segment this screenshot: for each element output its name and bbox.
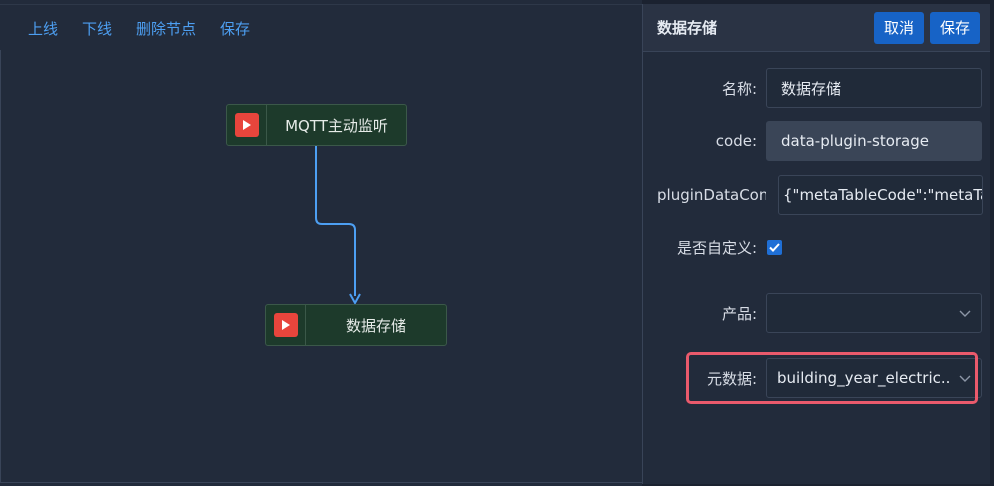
plugin-config-row: pluginDataConfig: {"metaTableCode":"meta… — [643, 174, 991, 216]
metadata-value: building_year_electric... — [777, 369, 951, 387]
online-button[interactable]: 上线 — [28, 20, 59, 38]
canvas-bottom-border — [0, 482, 642, 483]
chevron-down-icon — [959, 375, 971, 382]
play-icon[interactable] — [273, 313, 298, 337]
offline-button[interactable]: 下线 — [82, 20, 113, 38]
custom-label: 是否自定义: — [676, 238, 757, 257]
flow-canvas[interactable] — [0, 0, 642, 486]
plugin-config-input[interactable]: {"metaTableCode":"metaTableCode" — [778, 175, 983, 215]
product-row: 产品: — [643, 292, 991, 334]
toolbar: 上线 下线 删除节点 保存 — [28, 18, 250, 39]
flow-node-storage[interactable]: 数据存储 — [265, 304, 447, 346]
metadata-label: 元数据: — [706, 369, 757, 388]
window-right-edge — [990, 4, 994, 486]
name-input[interactable]: 数据存储 — [766, 68, 982, 108]
node-label: 数据存储 — [345, 316, 406, 335]
custom-row: 是否自定义: — [643, 226, 991, 268]
toolbar-save-button[interactable]: 保存 — [220, 20, 251, 38]
top-divider — [0, 4, 994, 5]
canvas-left-border — [0, 50, 1, 482]
custom-checkbox[interactable] — [767, 240, 782, 255]
metadata-row: 元数据: building_year_electric... — [643, 357, 991, 399]
cancel-button[interactable]: 取消 — [873, 11, 924, 44]
save-button[interactable]: 保存 — [929, 11, 980, 44]
code-input: data-plugin-storage — [766, 121, 982, 161]
flow-node-mqtt[interactable]: MQTT主动监听 — [226, 104, 407, 146]
property-panel: 数据存储 取消 保存 名称: 数据存储 code: data-plugin-st… — [642, 4, 990, 484]
plugin-config-label: pluginDataConfig: — [657, 186, 766, 204]
chevron-down-icon — [959, 310, 971, 317]
metadata-select[interactable]: building_year_electric... — [766, 358, 982, 398]
panel-title: 数据存储 — [657, 19, 718, 37]
play-icon[interactable] — [234, 113, 259, 137]
name-label: 名称: — [721, 79, 757, 98]
product-select[interactable] — [766, 293, 982, 333]
node-label: MQTT主动监听 — [285, 116, 388, 135]
panel-header: 数据存储 取消 保存 — [643, 4, 990, 52]
delete-node-button[interactable]: 删除节点 — [136, 20, 197, 38]
code-row: code: data-plugin-storage — [643, 120, 991, 162]
product-label: 产品: — [721, 304, 757, 323]
code-label: code: — [715, 132, 757, 150]
name-row: 名称: 数据存储 — [643, 67, 991, 109]
